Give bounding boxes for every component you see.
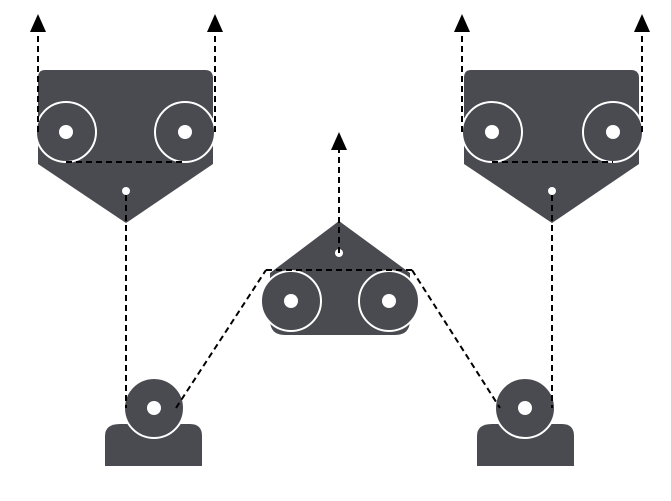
center-block-pulley-right <box>358 270 420 332</box>
ropes <box>30 14 650 409</box>
left-block-pulley-right <box>154 101 216 163</box>
right-fixed-pulley <box>477 377 574 466</box>
right-block-pulley-right <box>582 101 644 163</box>
center-moving-block <box>260 221 420 335</box>
right-fixed-pulley-wheel <box>494 377 556 439</box>
left-moving-block <box>35 70 216 223</box>
right-block-pulley-left <box>461 101 523 163</box>
left-fixed-pulley-axle <box>147 401 161 415</box>
right-fixed-pulley-axle <box>518 401 532 415</box>
left-block-pulley-right-axle <box>178 125 192 139</box>
left-block-pulley-left <box>35 101 97 163</box>
left-fixed-base <box>105 424 202 466</box>
left-fixed-pulley-wheel <box>123 377 185 439</box>
right-block-pulley-left-axle <box>485 125 499 139</box>
center-block-pulley-right-axle <box>382 294 396 308</box>
center-block-pulley-left-axle <box>284 294 298 308</box>
right-moving-block <box>461 70 644 223</box>
right-diagonal-rope <box>411 269 501 409</box>
left-diagonal-rope <box>175 269 267 409</box>
right-fixed-base <box>477 424 574 466</box>
left-fixed-pulley <box>105 377 202 466</box>
left-block-hook-hole <box>122 187 130 195</box>
right-block-pulley-right-axle <box>606 125 620 139</box>
right-block-hook-hole <box>548 187 556 195</box>
center-block-pulley-left <box>260 270 322 332</box>
left-block-pulley-left-axle <box>59 125 73 139</box>
